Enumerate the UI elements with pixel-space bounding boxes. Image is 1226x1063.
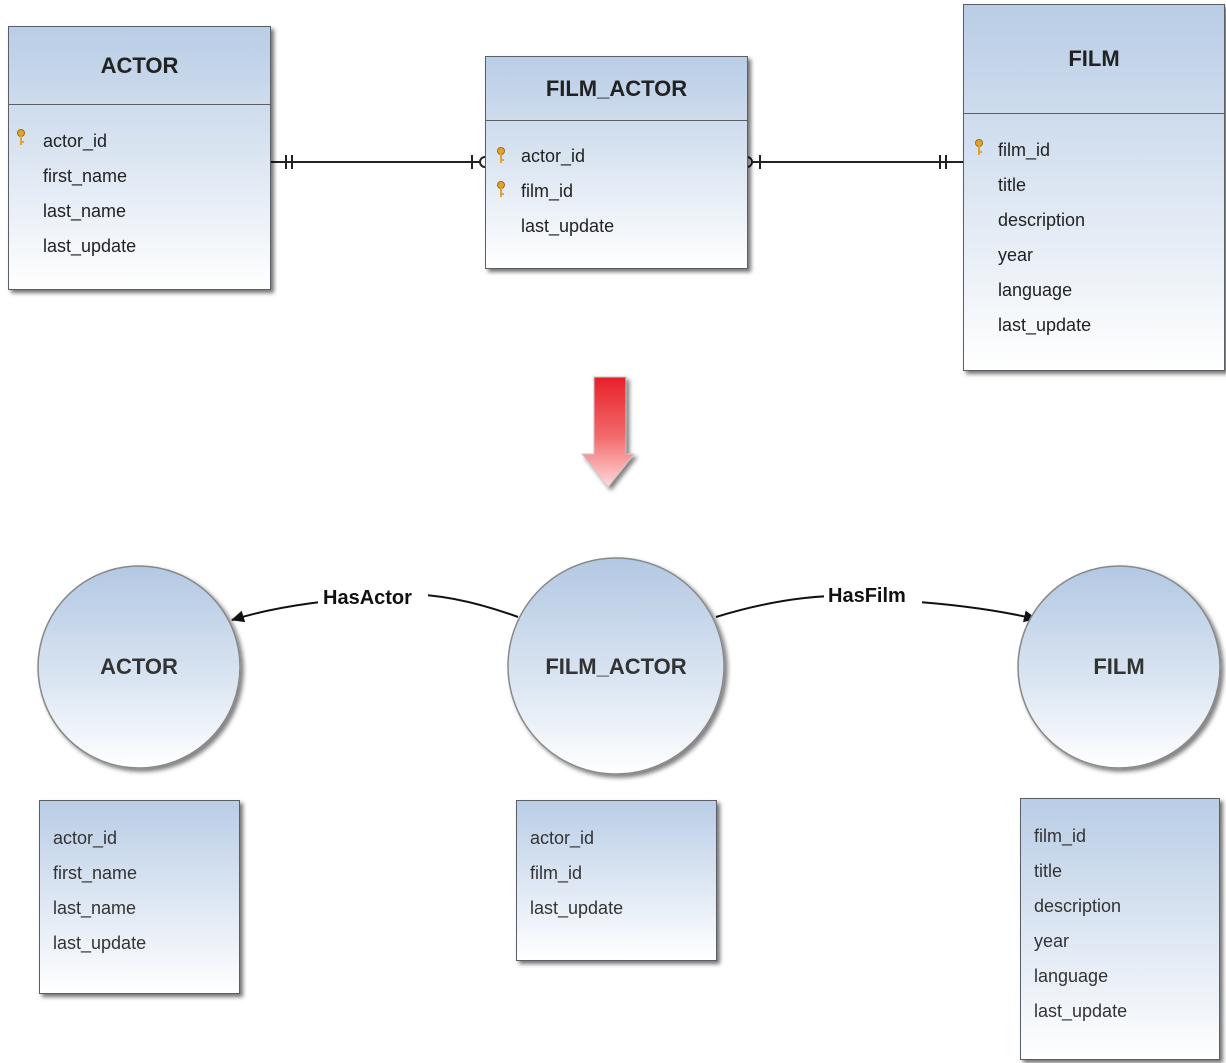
field-last-update: last_update [998,315,1092,335]
node-film-actor[interactable]: FILM_ACTOR [507,557,725,775]
primary-key-icon [16,129,26,152]
primary-key-icon [496,147,506,170]
field-language: language [998,280,1073,300]
field-year: year [998,245,1034,265]
property-last-update: last_update [530,898,624,918]
field-description: description [998,210,1086,230]
property-last-update: last_update [1034,1001,1128,1021]
relationship-film-actor-film [741,155,963,169]
field-actor-id: actor_id [43,131,108,151]
field-last-name: last_name [43,201,127,221]
primary-key-icon [496,181,506,204]
node-actor-label: ACTOR [100,654,178,679]
node-film-actor-label: FILM_ACTOR [545,654,686,679]
property-actor-id: actor_id [530,828,595,848]
property-language: language [1034,966,1109,986]
node-actor-properties: actor_id first_name last_name last_updat… [39,800,240,994]
property-year: year [1034,931,1070,951]
relationship-actor-film-actor [270,155,491,169]
field-title: title [998,175,1027,195]
primary-key-icon [974,139,984,162]
property-description: description [1034,896,1122,916]
field-actor-id: actor_id [521,146,586,166]
node-film[interactable]: FILM [1017,565,1221,769]
property-film-id: film_id [530,863,583,883]
entity-film-title: FILM [964,5,1224,114]
property-actor-id: actor_id [53,828,118,848]
property-title: title [1034,861,1063,881]
node-film-label: FILM [1093,654,1144,679]
entity-actor-title: ACTOR [9,27,270,105]
edge-label-has-actor: HasActor [323,587,412,609]
transform-arrow-icon [580,376,636,488]
field-film-id: film_id [998,140,1051,160]
field-last-update: last_update [521,216,615,236]
node-actor[interactable]: ACTOR [37,565,241,769]
property-last-update: last_update [53,933,147,953]
property-first-name: first_name [53,863,138,883]
field-film-id: film_id [521,181,574,201]
node-film-properties: film_id title description year language … [1020,798,1220,1060]
node-film-actor-properties: actor_id film_id last_update [516,800,717,961]
entity-film-actor-title: FILM_ACTOR [486,57,747,121]
entity-film-actor[interactable]: FILM_ACTOR actor_id film_id last_update [485,56,748,269]
property-film-id: film_id [1034,826,1087,846]
entity-film[interactable]: FILM film_id title description year lang… [963,4,1225,371]
field-first-name: first_name [43,166,128,186]
property-last-name: last_name [53,898,137,918]
edge-label-has-film: HasFilm [828,585,906,607]
entity-actor[interactable]: ACTOR actor_id first_name last_name last… [8,26,271,290]
field-last-update: last_update [43,236,137,256]
